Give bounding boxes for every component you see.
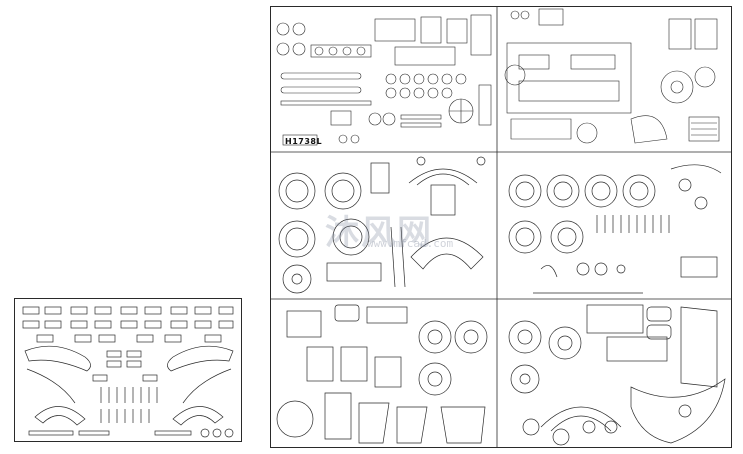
wheel-4 [332, 218, 370, 256]
main-sheet-drawing [271, 7, 731, 447]
wheel-13 [454, 320, 488, 354]
panel-plate [586, 304, 644, 334]
wheel-17 [510, 364, 540, 394]
rect-parts-row-2 [22, 320, 234, 329]
arc-part-right [172, 406, 224, 426]
round-part-bottom-left [276, 400, 314, 438]
left-parts-sheet [14, 298, 242, 442]
curved-shell [630, 378, 726, 444]
wheel-9 [622, 174, 656, 208]
gear-cluster [385, 73, 467, 99]
rect-parts-row-1 [22, 306, 234, 315]
top-right-panel-parts [504, 8, 720, 144]
wheel-14 [418, 362, 452, 396]
wheel-10 [508, 220, 542, 254]
wheel-15 [508, 320, 542, 354]
large-arc [540, 406, 622, 428]
wheel-5 [282, 264, 312, 294]
mid-right-panel-parts [508, 164, 722, 294]
wheel-7 [546, 174, 580, 208]
wheel-11 [550, 220, 584, 254]
curved-arm-right [167, 345, 234, 372]
gear-large-top-right [660, 70, 694, 104]
bottom-right-panel-parts [508, 304, 726, 446]
wheel-8 [584, 174, 618, 208]
wheel-1 [278, 172, 316, 210]
left-sheet-drawing [22, 306, 234, 438]
bolt-row-mid-right [596, 215, 670, 233]
wheel-2 [324, 172, 362, 210]
curved-arm-left [24, 345, 91, 372]
bolt-grid [100, 387, 158, 423]
part-code-plate [282, 134, 318, 146]
wheel-6 [508, 174, 542, 208]
chassis-frame [506, 42, 632, 114]
wheel-16 [548, 326, 582, 360]
center-block [430, 184, 456, 216]
wheel-12 [418, 320, 452, 354]
arc-part-left [34, 406, 86, 426]
main-parts-sheet: H1738L 沐风网 www.mfcad.com [270, 6, 732, 448]
part-code-label: H1738L [285, 137, 323, 146]
mid-left-panel-parts [278, 156, 486, 294]
rect-parts-row-3 [36, 334, 222, 343]
top-left-panel-parts [276, 14, 492, 146]
bottom-left-panel-parts [276, 304, 488, 444]
wheel-3 [278, 220, 316, 258]
